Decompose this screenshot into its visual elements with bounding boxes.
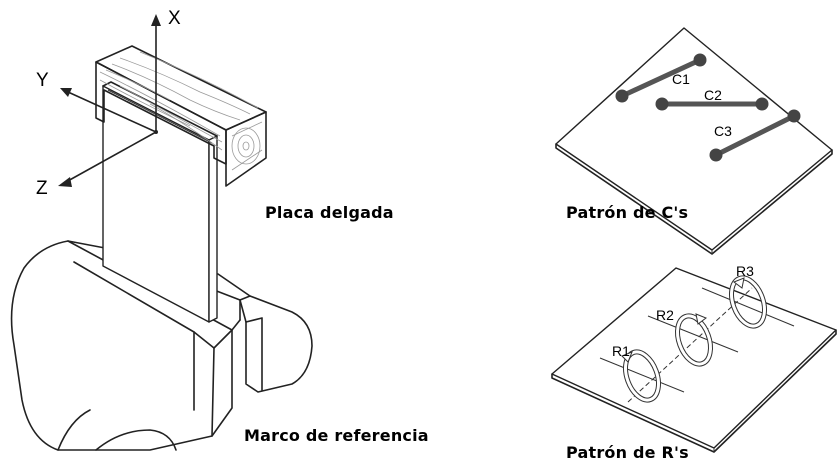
c2-label: C2 <box>704 87 722 103</box>
r2-label: R2 <box>656 307 674 323</box>
c1-label: C1 <box>672 71 690 87</box>
r3-line <box>701 287 795 327</box>
caption-placa-delgada: Placa delgada <box>265 203 394 222</box>
r2-line <box>647 315 739 353</box>
caption-marco-referencia: Marco de referencia <box>244 426 429 445</box>
c3-start-dot <box>709 148 723 162</box>
r2-rotation-icon <box>675 313 713 367</box>
c3-label: C3 <box>714 123 732 139</box>
y-axis-label: Y <box>36 70 49 91</box>
c2-end-dot <box>755 97 769 111</box>
r1-label: R1 <box>612 343 630 359</box>
z-axis-arrowhead <box>58 177 72 187</box>
c3-end-dot <box>787 109 801 123</box>
caption-patron-c: Patrón de C's <box>566 203 688 222</box>
x-axis-arrowhead <box>151 14 161 26</box>
wooden-block <box>95 45 267 187</box>
c-pattern-plate: C1 C2 C3 <box>555 27 833 255</box>
r1-rotation-icon <box>621 349 661 403</box>
coordinate-axes: X Y Z <box>36 8 181 199</box>
r3-label: R3 <box>736 263 754 279</box>
c2-segment <box>655 97 769 111</box>
thin-plate <box>102 81 218 323</box>
c1-end-dot <box>693 53 707 67</box>
r-pattern-plate: R1 R2 R3 <box>551 263 837 453</box>
z-axis-label: Z <box>36 178 48 199</box>
c3-segment <box>709 109 801 162</box>
y-axis-arrowhead <box>60 88 72 97</box>
c1-start-dot <box>615 89 629 103</box>
c2-start-dot <box>655 97 669 111</box>
caption-patron-r: Patrón de R's <box>566 443 689 462</box>
c1-segment <box>615 53 707 103</box>
r1-line <box>599 357 685 393</box>
x-axis-label: X <box>168 8 181 29</box>
r3-rotation-icon <box>729 275 767 329</box>
axes-origin <box>154 130 158 134</box>
